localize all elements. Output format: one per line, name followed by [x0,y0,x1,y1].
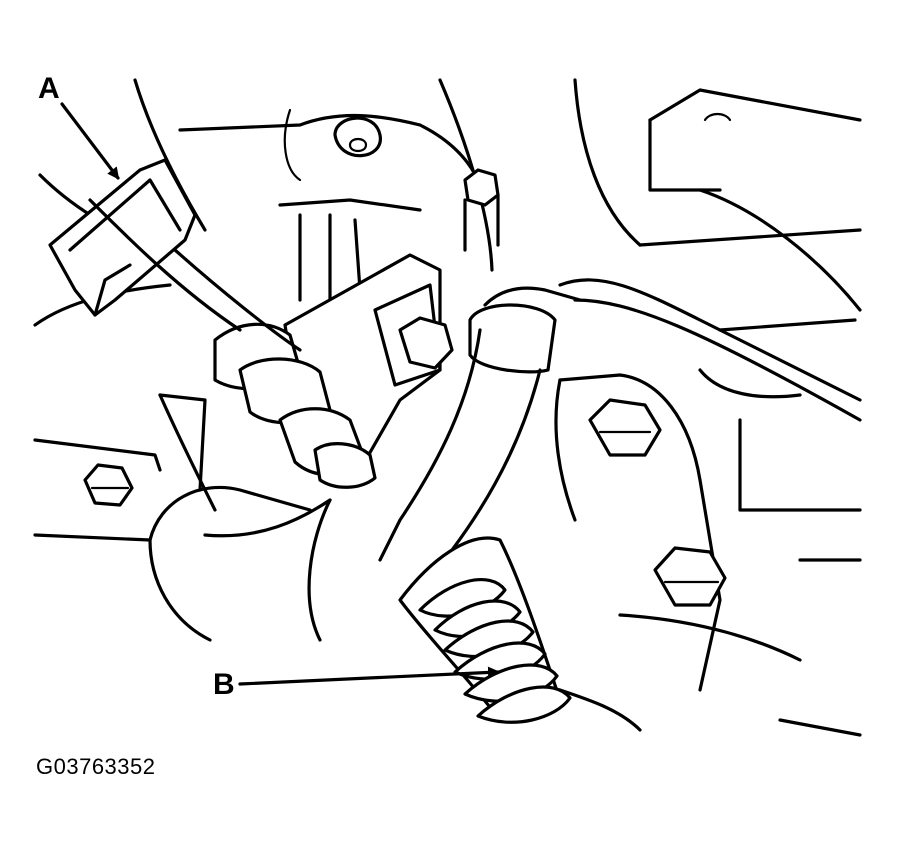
bolt-left [83,463,134,507]
pipe-upper [468,278,862,422]
connector-bracket [148,253,454,642]
figure-id: G03763352 [36,754,156,779]
bracket-right [554,373,727,692]
engine-housing [33,78,862,737]
corrugated-hose [398,536,642,732]
leader-arrow-b [238,666,500,686]
clip-part [48,158,302,352]
leader-arrow-a [60,102,120,180]
callout-label-a: A [38,72,60,105]
bolt-top [463,168,500,252]
callout-label-b: B [213,668,235,701]
